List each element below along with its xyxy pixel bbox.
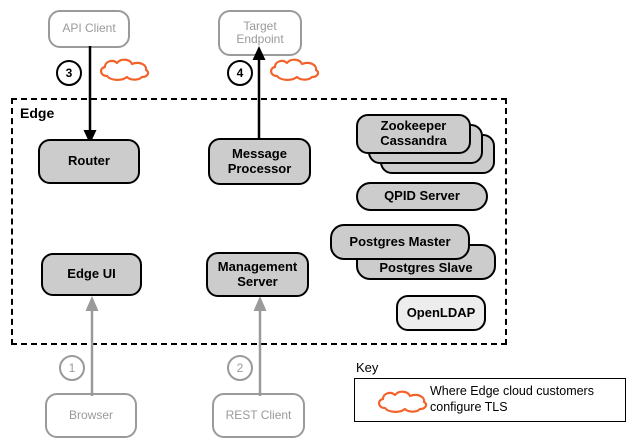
- node-router[interactable]: Router: [38, 139, 140, 184]
- message-processor-label-1: Message: [232, 145, 287, 161]
- node-message-processor[interactable]: Message Processor: [208, 138, 311, 185]
- step-marker-2[interactable]: 2: [227, 355, 253, 381]
- router-label: Router: [68, 153, 110, 169]
- stack-zookeeper-cassandra: Zookeeper Cassandra: [356, 114, 506, 176]
- postgres-slave-label: Postgres Slave: [379, 259, 473, 275]
- connector-rest-client-to-management-server: [253, 296, 267, 396]
- message-processor-label-2: Processor: [227, 160, 292, 176]
- edge-boundary-label: Edge: [20, 105, 55, 121]
- node-postgres-master[interactable]: Postgres Master: [330, 224, 470, 260]
- postgres-master-label: Postgres Master: [349, 233, 451, 249]
- node-edge-ui[interactable]: Edge UI: [41, 253, 142, 296]
- key-entry-text: Where Edge cloud customers configure TLS: [430, 384, 594, 415]
- cassandra-label: Cassandra: [380, 133, 447, 148]
- connector-message-processor-to-target-endpoint: [252, 46, 266, 142]
- connector-browser-to-edge-ui: [85, 296, 99, 396]
- stack-postgres: Postgres Slave Postgres Master: [330, 224, 500, 284]
- management-server-label-1: Management: [217, 258, 298, 274]
- target-endpoint-label-1: Target: [243, 18, 277, 33]
- openldap-label: OpenLDAP: [406, 304, 476, 320]
- cloud-icon-step-4: [270, 58, 320, 81]
- management-server-label-2: Server: [237, 273, 278, 289]
- step-marker-1[interactable]: 1: [59, 355, 85, 381]
- qpid-server-label: QPID Server: [384, 188, 460, 204]
- node-qpid-server[interactable]: QPID Server: [356, 182, 488, 211]
- step-1-label: 1: [68, 361, 76, 375]
- target-endpoint-label-2: Endpoint: [236, 32, 284, 46]
- cloud-icon-key: [378, 390, 428, 413]
- step-marker-4[interactable]: 4: [227, 60, 253, 86]
- step-3-label: 3: [65, 66, 73, 80]
- step-4-label: 4: [236, 66, 244, 80]
- node-zookeeper-cassandra[interactable]: Zookeeper Cassandra: [356, 114, 471, 154]
- api-client-label-1: API Client: [62, 21, 116, 36]
- key-heading: Key: [356, 360, 379, 375]
- browser-label: Browser: [68, 407, 113, 422]
- node-api-client[interactable]: API Client: [48, 10, 130, 48]
- node-openldap[interactable]: OpenLDAP: [396, 295, 486, 331]
- cloud-icon-step-3: [100, 58, 150, 81]
- zookeeper-label: Zookeeper: [380, 118, 447, 134]
- step-2-label: 2: [236, 361, 244, 375]
- edge-ui-label: Edge UI: [67, 266, 116, 282]
- connector-api-client-to-router: [83, 46, 97, 144]
- rest-client-label: REST Client: [225, 407, 292, 422]
- step-marker-3[interactable]: 3: [56, 60, 82, 86]
- node-management-server[interactable]: Management Server: [206, 252, 309, 297]
- node-rest-client[interactable]: REST Client: [212, 393, 305, 438]
- node-browser[interactable]: Browser: [45, 393, 137, 438]
- key-box: [354, 378, 626, 422]
